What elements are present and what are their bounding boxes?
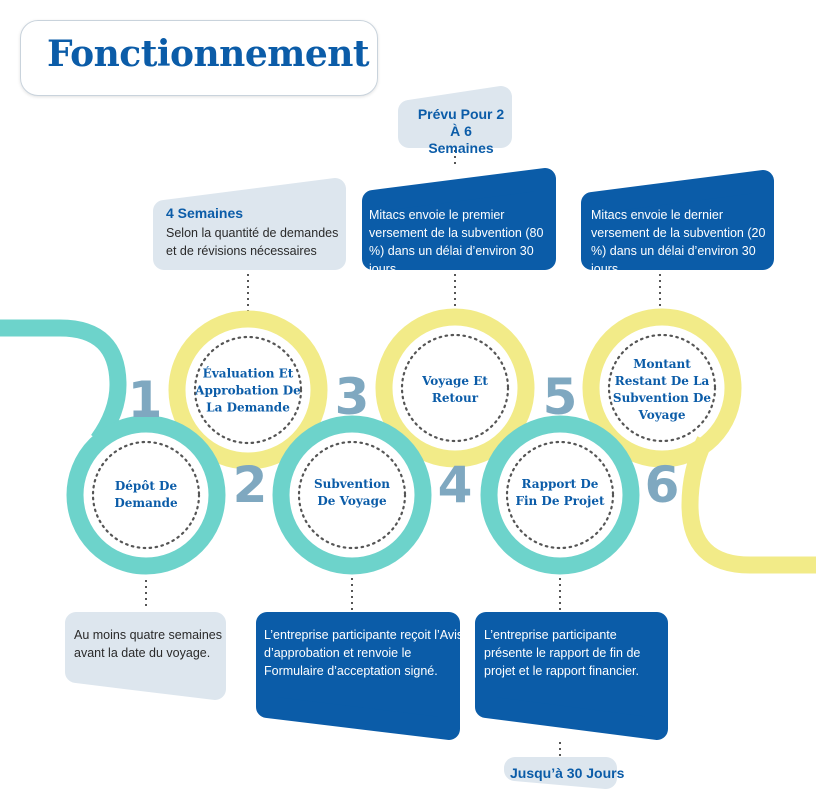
ring-step6	[582, 308, 742, 468]
step3-text: L’entreprise participante reçoit l’Avis …	[264, 628, 464, 678]
dotted-circle	[607, 333, 717, 443]
step-label: Dépôt De Demande	[114, 479, 178, 510]
step-label: Rapport De Fin De Projet	[515, 477, 605, 508]
callout-box-step5-duration	[504, 757, 617, 789]
step2-heading: 4 Semaines	[166, 205, 244, 221]
dotted-circle	[297, 440, 407, 550]
step1-text: Au moins quatre semaines avant la date d…	[74, 628, 222, 660]
callout-box-step5	[475, 612, 668, 740]
step-label: Montant Restant De La Subvention De Voya…	[612, 357, 712, 422]
track-start	[0, 319, 127, 445]
page-title: Fonctionnement	[47, 33, 370, 75]
step-label: Subvention De Voyage	[314, 477, 390, 508]
dotted-circle	[193, 335, 303, 445]
step-number: 2	[232, 456, 268, 514]
callout-box-step4-duration	[398, 86, 512, 148]
ring-step2	[168, 310, 328, 470]
callout-box-step6	[581, 170, 774, 270]
step-label: Voyage Et Retour	[422, 374, 488, 405]
ring-step1	[66, 415, 226, 575]
track-end	[681, 436, 816, 574]
step-label: Évaluation Et Approbation De La Demande	[195, 366, 301, 415]
step5-duration: Jusqu’à 30 Jours	[510, 765, 625, 781]
callout-box-step3	[256, 612, 460, 740]
step5-text: L’entreprise participante présente le ra…	[484, 628, 641, 678]
step4-text: Mitacs envoie le premier versement de la…	[369, 208, 544, 276]
callout-box-step4	[362, 168, 556, 270]
step-number: 6	[644, 456, 680, 514]
title-box: Fonctionnement	[20, 20, 378, 96]
dotted-circle	[400, 333, 510, 443]
step-number: 5	[542, 368, 578, 426]
step-number: 1	[127, 371, 163, 429]
callout-box-step2	[153, 178, 346, 270]
step-number: 3	[334, 368, 370, 426]
ring-step3	[272, 415, 432, 575]
ring-step4	[375, 308, 535, 468]
step6-text: Mitacs envoie le dernier versement de la…	[591, 208, 766, 276]
callout-box-step1	[65, 612, 226, 700]
ring-step5	[480, 415, 640, 575]
step4-duration: Prévu Pour 2 À 6 Semaines	[417, 106, 505, 156]
dotted-circle	[91, 440, 201, 550]
step-number: 4	[437, 456, 473, 514]
step2-text: Selon la quantité de demandes et de révi…	[166, 226, 339, 258]
dotted-circle	[505, 440, 615, 550]
